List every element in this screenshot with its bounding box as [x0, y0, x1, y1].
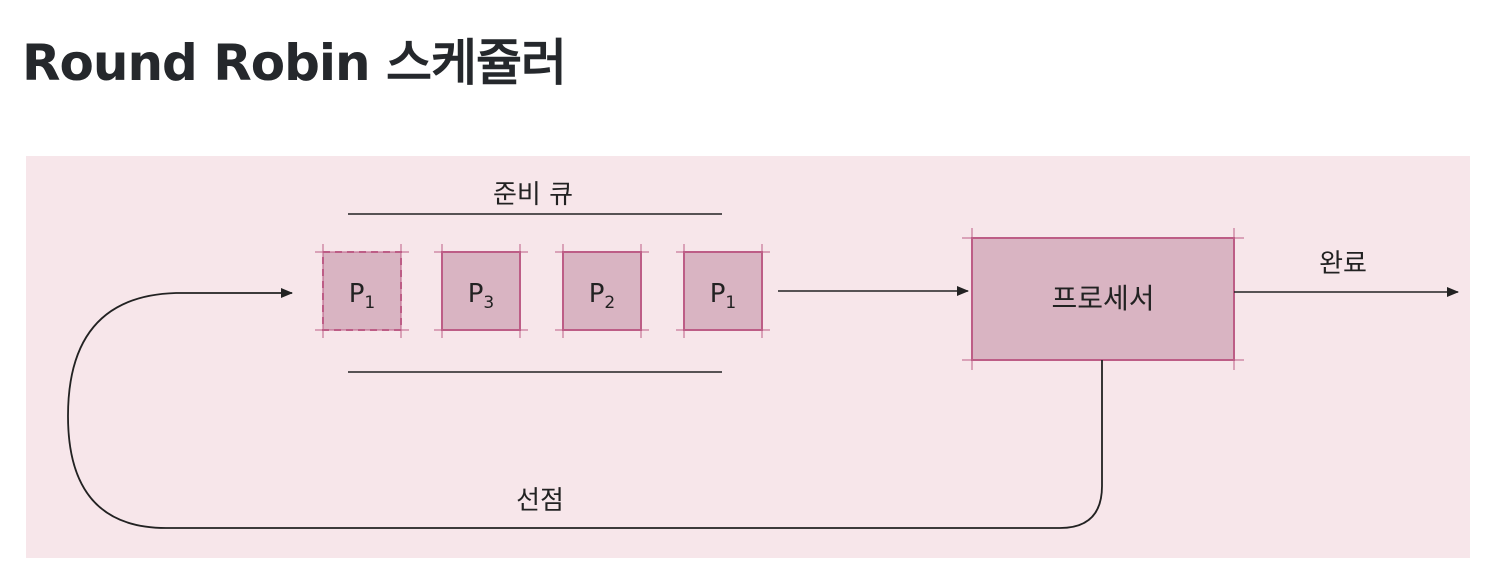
svg-text:P1: P1 — [710, 279, 737, 313]
processor-box: 프로세서 — [962, 228, 1244, 370]
process-subscript: 3 — [483, 293, 494, 313]
process-box-p1: P1 — [676, 244, 770, 338]
process-box-p2: P2 — [555, 244, 649, 338]
process-name: P — [710, 279, 726, 309]
page-title: Round Robin 스케쥴러 — [22, 34, 567, 92]
svg-text:P2: P2 — [589, 279, 616, 313]
process-name: P — [589, 279, 605, 309]
preempt-arrow — [67, 288, 1103, 529]
preempt-label: 선점 — [516, 486, 564, 516]
svg-text:P3: P3 — [468, 279, 495, 313]
round-robin-diagram: 준비 큐 P1 P3 — [26, 156, 1470, 558]
process-subscript: 1 — [725, 293, 736, 313]
svg-text:P1: P1 — [349, 279, 376, 313]
diagram-canvas: 준비 큐 P1 P3 — [67, 180, 1459, 529]
process-name: P — [468, 279, 484, 309]
done-label: 완료 — [1319, 249, 1367, 279]
process-subscript: 2 — [604, 293, 615, 313]
process-box-p1-dashed: P1 — [315, 244, 409, 338]
processor-label: 프로세서 — [1051, 282, 1154, 315]
queue-label: 준비 큐 — [493, 180, 573, 210]
process-name: P — [349, 279, 365, 309]
process-box-p3: P3 — [434, 244, 528, 338]
process-subscript: 1 — [364, 293, 375, 313]
